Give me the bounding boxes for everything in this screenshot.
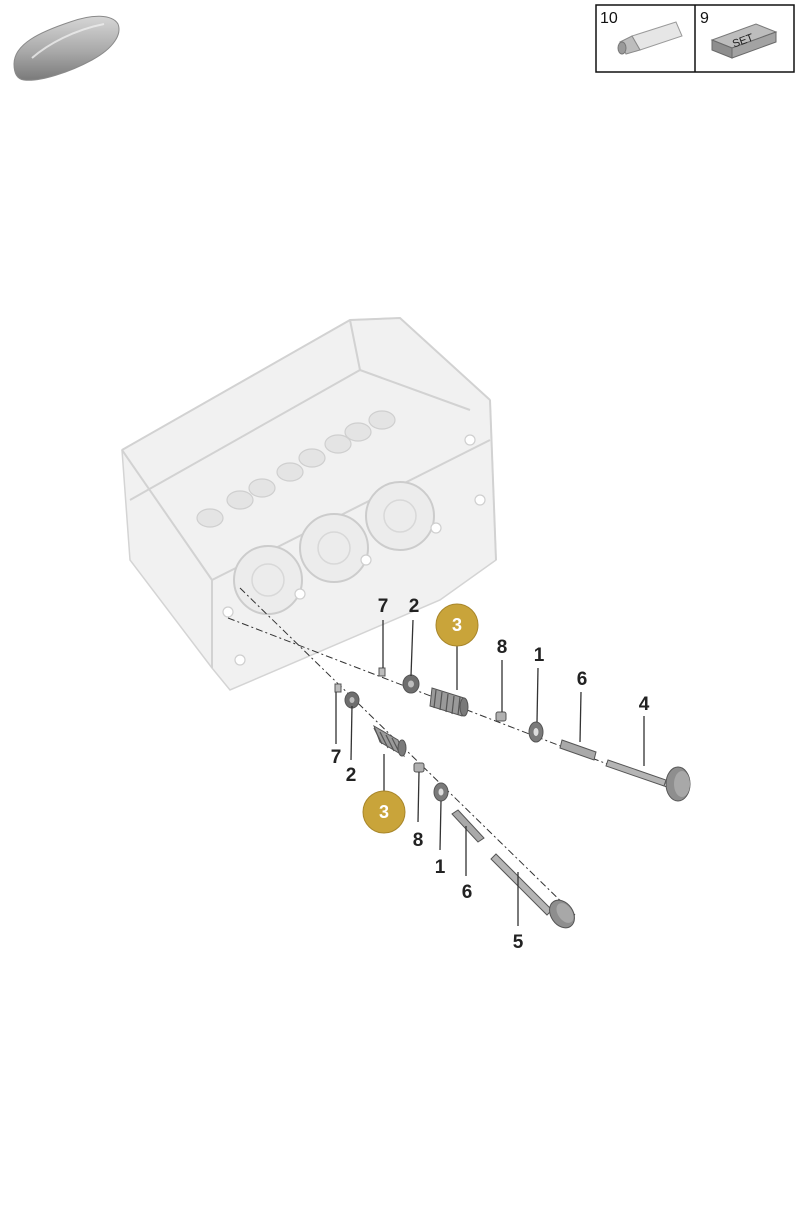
cylinder-head-illustration bbox=[121, 316, 497, 691]
kit-item-9-number: 9 bbox=[700, 10, 709, 27]
lower-highlight-circle bbox=[362, 790, 406, 834]
upper-callouts: 7 2 3 8 1 6 4 bbox=[378, 596, 650, 715]
leader-lines bbox=[335, 619, 645, 926]
lower-spring-seat bbox=[433, 782, 449, 802]
kit-box: 10 9 SET bbox=[595, 4, 795, 73]
lower-stem-seal bbox=[413, 762, 425, 773]
lower-valve-guide bbox=[451, 809, 485, 843]
upper-spring-retainer bbox=[402, 674, 420, 694]
callout-lower-5[interactable]: 5 bbox=[513, 932, 524, 953]
upper-highlight-circle bbox=[435, 603, 479, 647]
grease-tube-icon bbox=[617, 21, 683, 55]
upper-valve bbox=[605, 759, 691, 802]
callout-upper-1[interactable]: 1 bbox=[534, 645, 545, 666]
upper-spring-seat bbox=[528, 721, 544, 743]
callout-lower-2[interactable]: 2 bbox=[346, 765, 357, 786]
upper-valve-key bbox=[378, 667, 386, 677]
lower-callouts: 7 2 3 8 1 6 5 bbox=[331, 747, 524, 953]
callout-upper-2[interactable]: 2 bbox=[409, 596, 420, 617]
callout-upper-8[interactable]: 8 bbox=[497, 637, 508, 658]
callout-lower-6[interactable]: 6 bbox=[462, 882, 473, 903]
kit-item-10-number: 10 bbox=[600, 10, 618, 27]
lower-valve-key bbox=[334, 683, 342, 693]
callout-upper-3[interactable]: 3 bbox=[452, 615, 462, 635]
upper-stem-seal bbox=[495, 711, 507, 722]
callout-upper-4[interactable]: 4 bbox=[639, 694, 650, 715]
lower-valve bbox=[490, 853, 575, 929]
callout-lower-8[interactable]: 8 bbox=[413, 830, 424, 851]
upper-valve-guide bbox=[559, 739, 597, 761]
car-silhouette-icon bbox=[13, 15, 120, 81]
callout-lower-1[interactable]: 1 bbox=[435, 857, 446, 878]
callout-lower-3[interactable]: 3 bbox=[379, 802, 389, 822]
lower-valve-assembly bbox=[334, 683, 575, 929]
set-box-icon: SET bbox=[710, 23, 778, 59]
callout-lower-7[interactable]: 7 bbox=[331, 747, 342, 768]
callout-upper-7[interactable]: 7 bbox=[378, 596, 389, 617]
lower-valve-spring bbox=[373, 724, 407, 758]
callout-upper-6[interactable]: 6 bbox=[577, 669, 588, 690]
upper-valve-spring bbox=[429, 687, 469, 717]
lower-spring-retainer bbox=[344, 691, 360, 709]
upper-valve-assembly bbox=[378, 667, 691, 802]
